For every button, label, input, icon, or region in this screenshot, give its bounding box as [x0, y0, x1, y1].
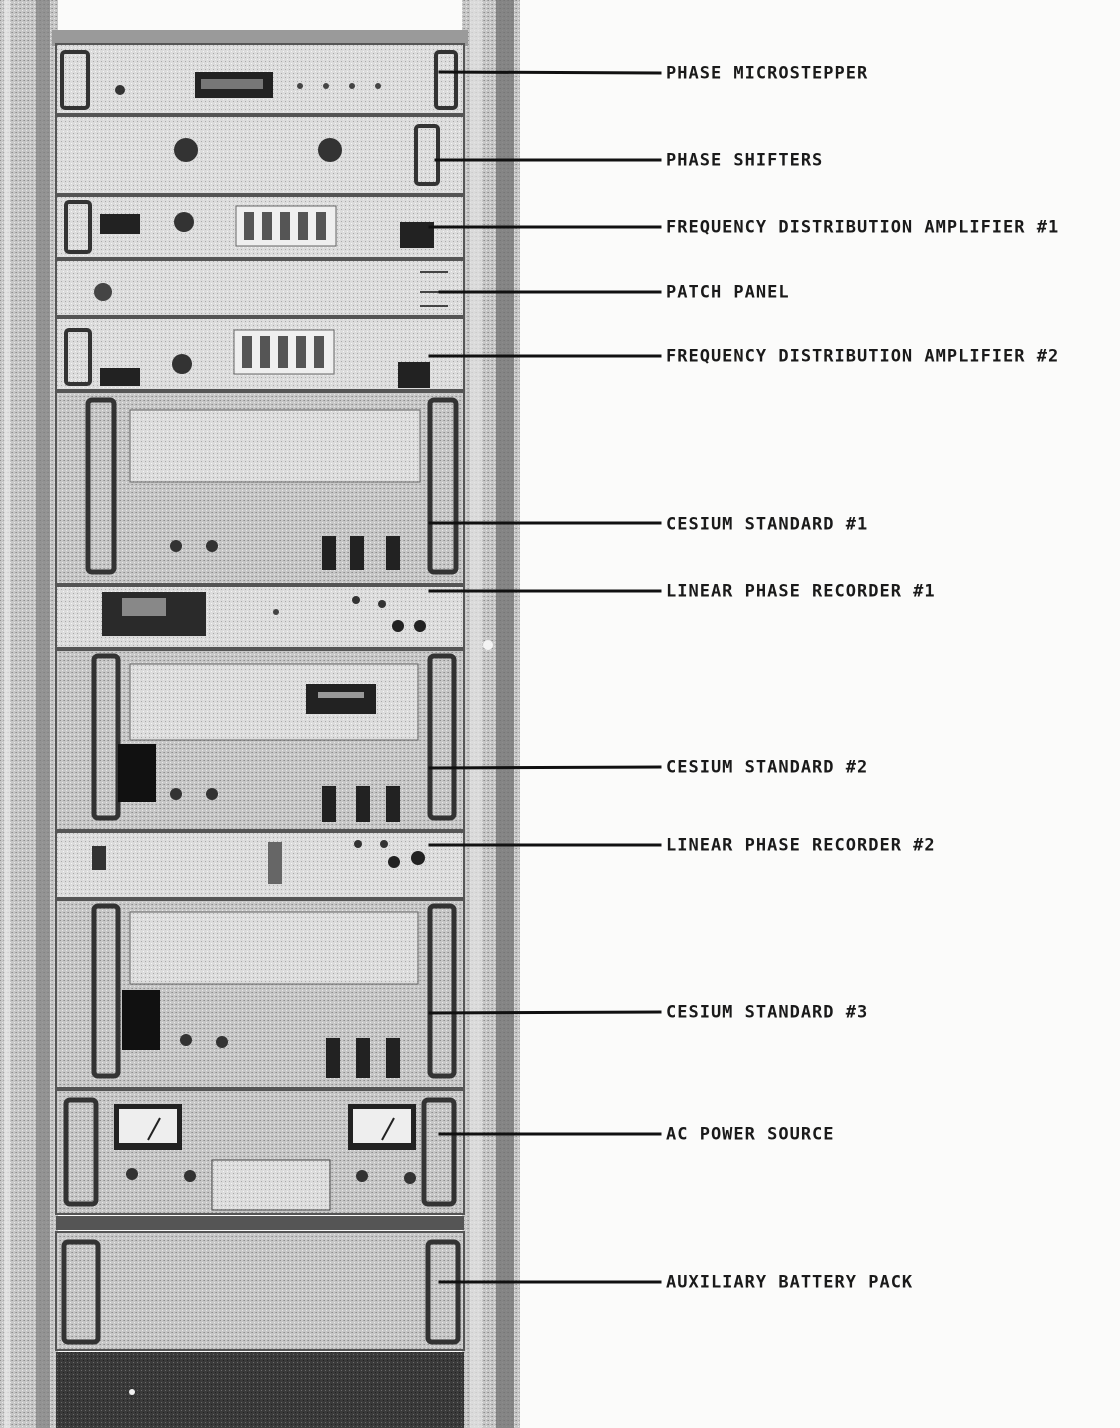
rack-base: [56, 1352, 464, 1428]
leader-line-phase-microstepper: [438, 70, 662, 75]
label-phase-microstepper: PHASE MICROSTEPPER: [666, 63, 869, 84]
rack-units: [55, 43, 465, 1428]
rack-top: [52, 30, 468, 46]
label-ac-power-source: AC POWER SOURCE: [666, 1124, 835, 1145]
label-phase-shifters: PHASE SHIFTERS: [666, 150, 824, 171]
phase-shifters-unit: [55, 115, 465, 195]
linear-phase-recorder-2-unit: [55, 831, 465, 899]
frequency-distribution-amplifier-2-unit: [55, 317, 465, 391]
label-cesium-standard-3: CESIUM STANDARD #3: [666, 1002, 869, 1023]
label-linear-phase-recorder-1: LINEAR PHASE RECORDER #1: [666, 581, 936, 602]
auxiliary-battery-pack-unit: [55, 1231, 465, 1351]
frequency-distribution-amplifier-1-unit: [55, 195, 465, 259]
cesium-standard-3-unit: [55, 899, 465, 1089]
label-frequency-distribution-amplifier-1: FREQUENCY DISTRIBUTION AMPLIFIER #1: [666, 217, 1060, 238]
label-frequency-distribution-amplifier-2: FREQUENCY DISTRIBUTION AMPLIFIER #2: [666, 346, 1060, 367]
label-cesium-standard-2: CESIUM STANDARD #2: [666, 757, 869, 778]
label-cesium-standard-1: CESIUM STANDARD #1: [666, 514, 869, 535]
patch-panel-unit: [55, 259, 465, 317]
leader-line-cesium-standard-2: [428, 765, 662, 770]
label-patch-panel: PATCH PANEL: [666, 282, 790, 303]
leader-line-cesium-standard-3: [428, 1010, 662, 1015]
phase-microstepper-unit: [55, 43, 465, 115]
ac-power-source-unit: [55, 1089, 465, 1215]
cesium-standard-1-unit: [55, 391, 465, 585]
linear-phase-recorder-1-unit: [55, 585, 465, 649]
callout-leader-lines: [428, 70, 662, 1284]
label-linear-phase-recorder-2: LINEAR PHASE RECORDER #2: [666, 835, 936, 856]
label-auxiliary-battery-pack: AUXILIARY BATTERY PACK: [666, 1272, 914, 1293]
cesium-standard-2-unit: [55, 649, 465, 831]
